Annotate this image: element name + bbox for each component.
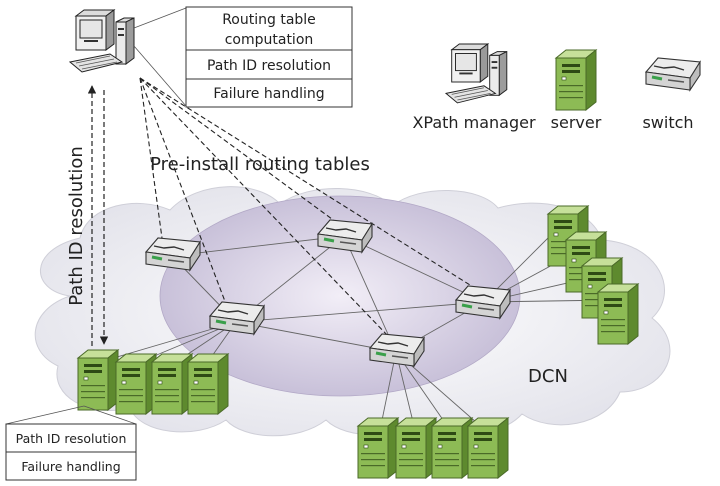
dcn-label: DCN [528, 366, 568, 387]
xpath-manager-computer-icon [69, 9, 135, 73]
manager-box-failure: Failure handling [213, 86, 324, 102]
server-icon [77, 349, 119, 411]
server-box-failure: Failure handling [21, 459, 120, 474]
server-icon [467, 417, 509, 479]
server-box-path-id: Path ID resolution [16, 431, 127, 446]
legend-switch-label: switch [642, 113, 693, 132]
manager-function-box: Routing table computation Path ID resolu… [133, 6, 353, 108]
manager-box-line2: computation [225, 32, 314, 48]
legend-server-label: server [551, 113, 602, 132]
legend-manager-icon [445, 43, 508, 104]
manager-box-line1: Routing table [222, 12, 316, 28]
switch-icon [316, 218, 374, 254]
preinstall-dashed-lines [139, 77, 479, 339]
core-ellipse [159, 195, 521, 397]
manager-box-path-id: Path ID resolution [207, 58, 331, 74]
server-icon [151, 353, 193, 415]
server-icon [395, 417, 437, 479]
switch-icon [368, 332, 426, 368]
server-icon [431, 417, 473, 479]
switch-icon [144, 236, 202, 272]
legend-manager-label: XPath manager [412, 113, 536, 132]
legend: XPath manager server switch [412, 43, 702, 132]
switch-icon [208, 300, 266, 336]
legend-switch-icon [644, 56, 702, 92]
path-id-arrows [87, 85, 109, 346]
server-group-bottom [357, 417, 509, 479]
switch-icon [454, 284, 512, 320]
server-icon [357, 417, 399, 479]
server-function-box: Path ID resolution Failure handling [5, 405, 137, 481]
server-icon [187, 353, 229, 415]
preinstall-label: Pre-install routing tables [150, 154, 370, 175]
server-icon [597, 283, 639, 345]
legend-server-icon [555, 49, 597, 111]
path-id-resolution-label: Path ID resolution [66, 146, 87, 306]
server-icon [115, 353, 157, 415]
server-group-left [77, 349, 229, 415]
